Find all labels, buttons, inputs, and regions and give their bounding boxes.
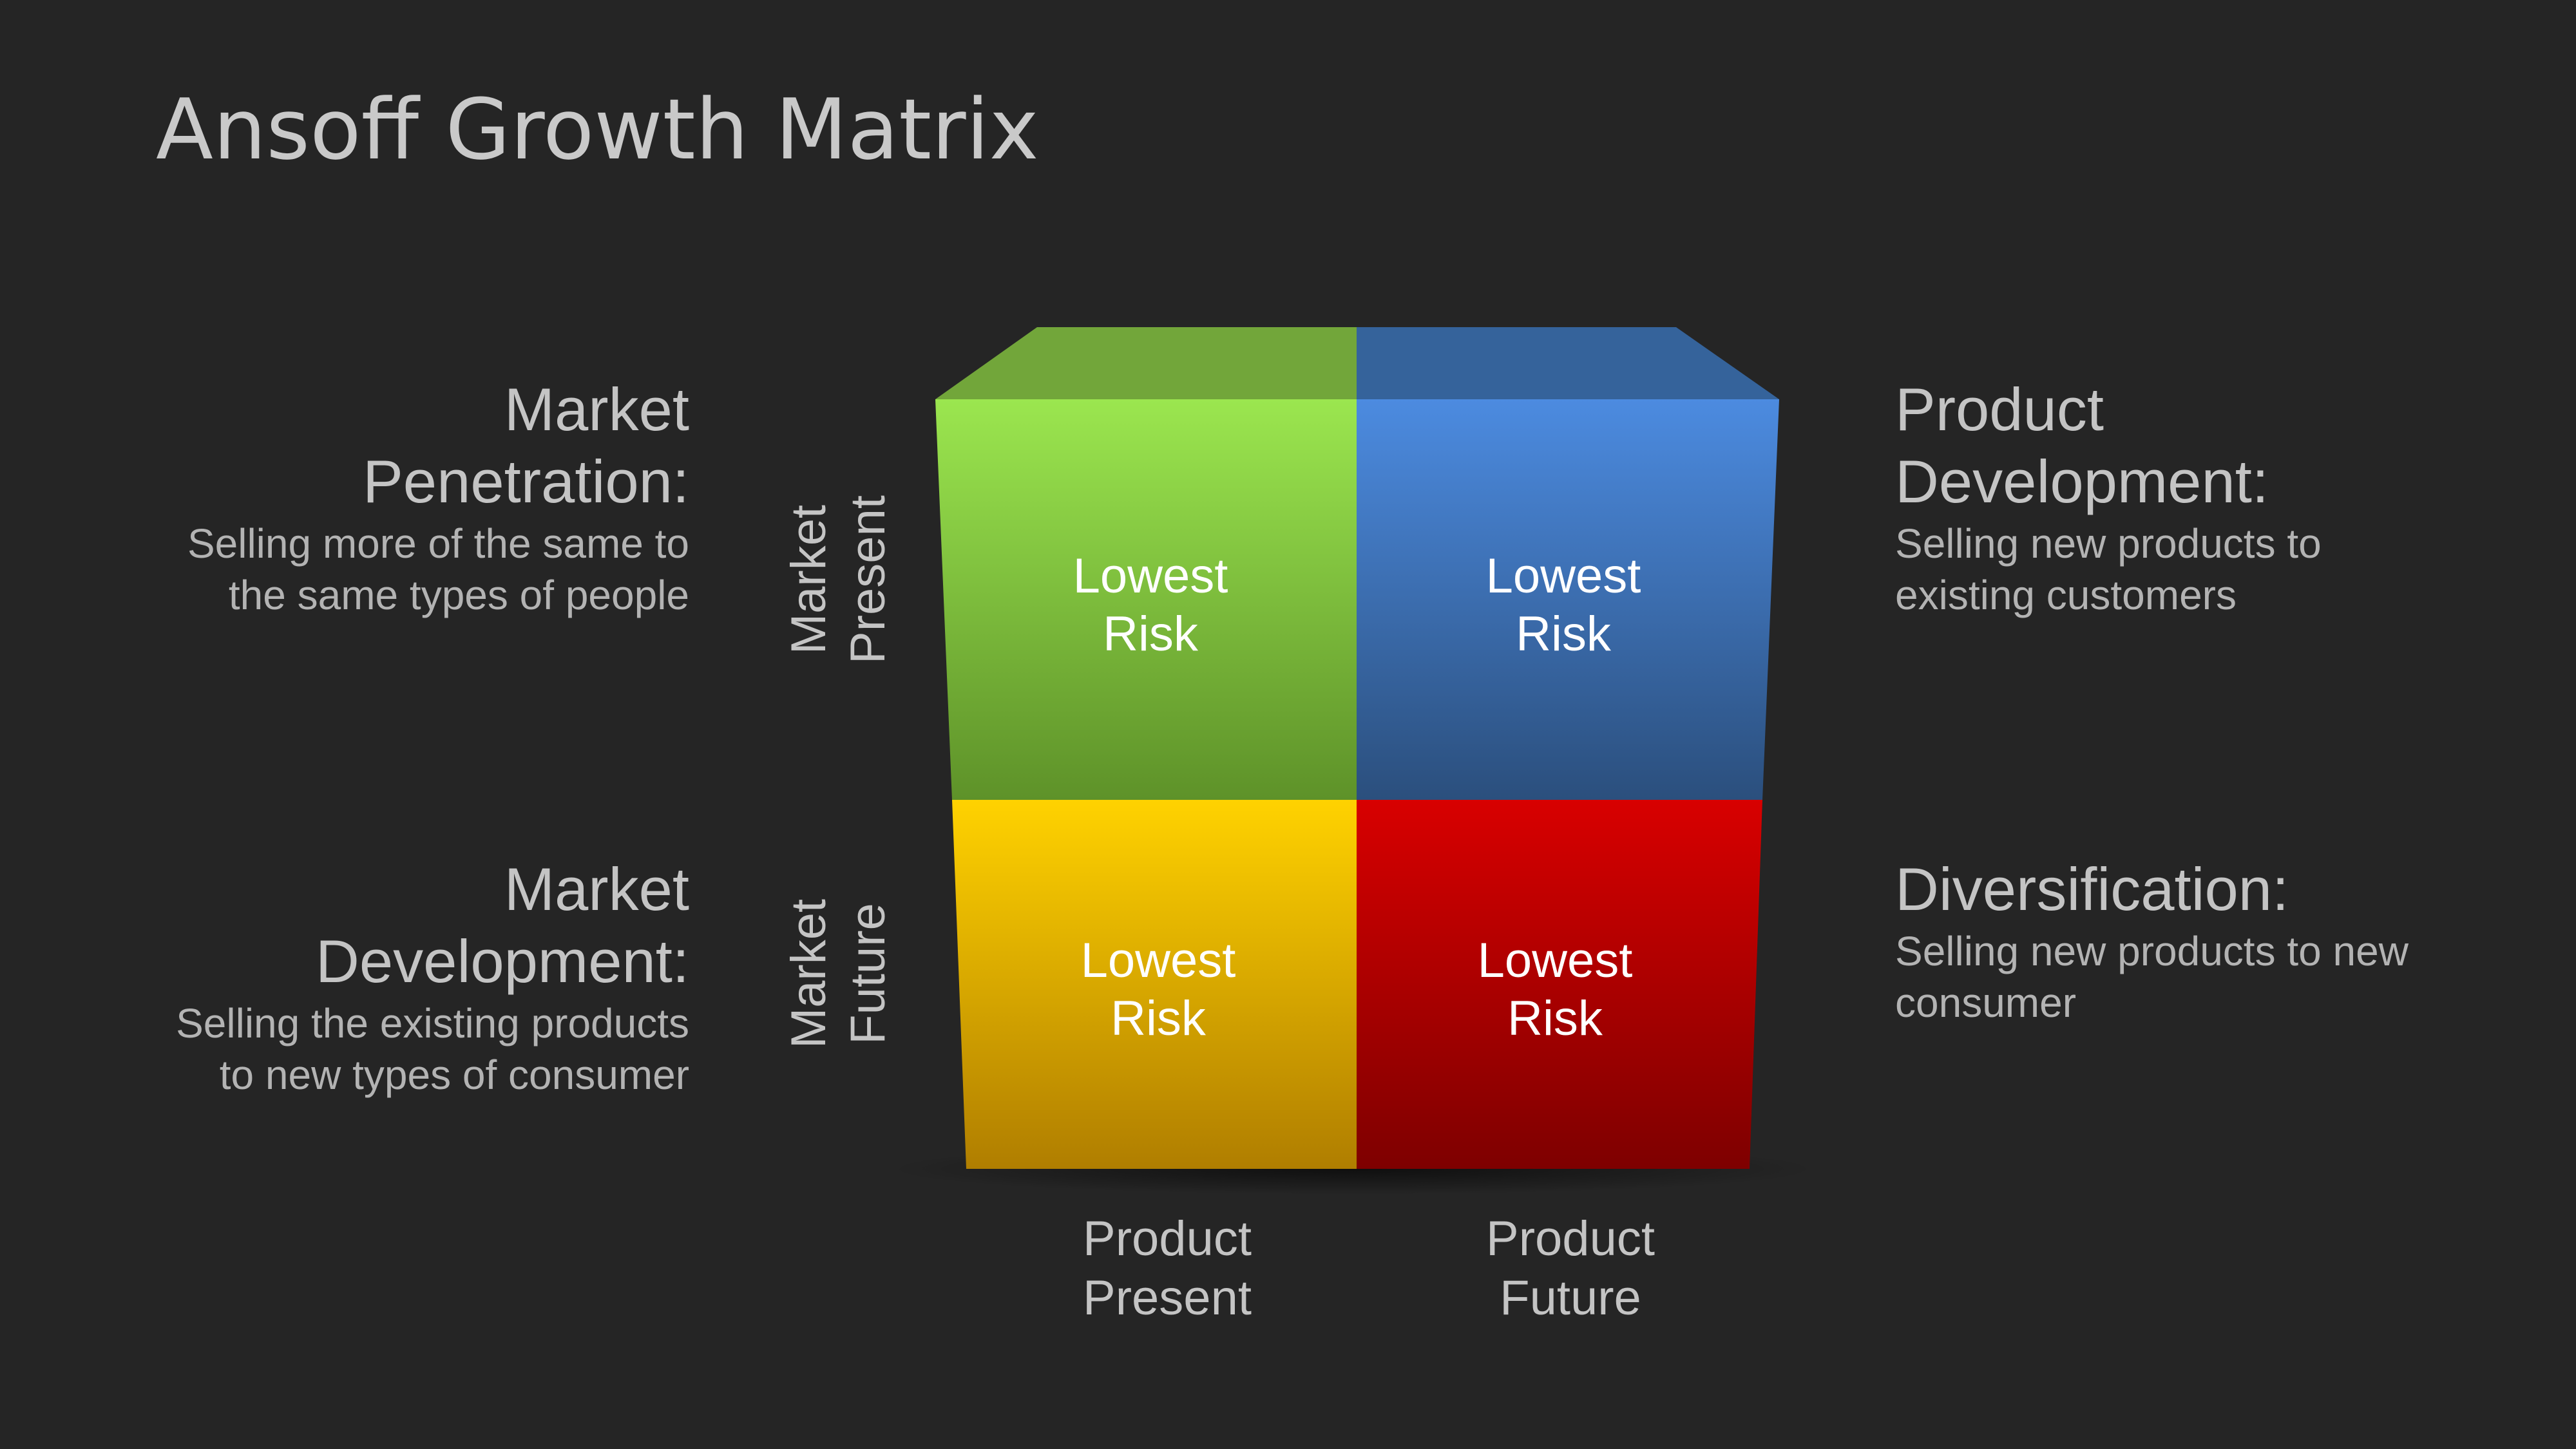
market-penetration-desc-line2: the same types of people [228, 572, 689, 618]
market-development-heading-line1: Market [504, 855, 689, 923]
diversification-block: Diversification: Selling new products to… [1895, 853, 2475, 1028]
market-development-heading-line2: Development: [316, 927, 689, 995]
cell-label-top-left: Lowest Risk [1073, 549, 1228, 661]
diversification-heading: Diversification: [1895, 855, 2289, 923]
quadrant-market-penetration [935, 399, 1357, 800]
slide-title: Ansoff Growth Matrix [156, 80, 1039, 178]
quadrant-diversification [1357, 800, 1762, 1169]
market-penetration-block: Market Penetration: Selling more of the … [110, 374, 689, 621]
market-penetration-desc-line1: Selling more of the same to [187, 520, 689, 567]
axis-label-product-future: Product Future [1486, 1211, 1655, 1325]
market-penetration-heading-line2: Penetration: [363, 448, 689, 515]
product-development-desc-line1: Selling new products to [1895, 520, 2322, 567]
market-development-desc-line1: Selling the existing products [176, 1000, 689, 1046]
quadrant-market-development [952, 800, 1357, 1169]
diversification-desc-line1: Selling new products to new [1895, 928, 2409, 974]
axis-label-market-future: Market Future [781, 898, 895, 1049]
quadrant-product-development [1357, 399, 1779, 800]
market-development-block: Market Development: Selling the existing… [110, 853, 689, 1101]
market-development-desc-line2: to new types of consumer [219, 1052, 689, 1098]
product-development-desc-line2: existing customers [1895, 572, 2237, 618]
cell-label-bottom-left: Lowest Risk [1080, 933, 1236, 1046]
market-penetration-heading-line1: Market [504, 375, 689, 443]
diversification-desc-line2: consumer [1895, 980, 2076, 1026]
product-development-block: Product Development: Selling new product… [1895, 374, 2475, 621]
top-face-blue [1357, 327, 1779, 399]
top-face-green [935, 327, 1357, 399]
axis-label-product-present: Product Present [1083, 1211, 1252, 1325]
axis-label-market-present: Market Present [781, 495, 895, 664]
cell-label-bottom-right: Lowest Risk [1477, 933, 1633, 1046]
product-development-heading-line1: Product [1895, 375, 2104, 443]
product-development-heading-line2: Development: [1895, 448, 2269, 515]
cell-label-top-right: Lowest Risk [1485, 549, 1641, 661]
